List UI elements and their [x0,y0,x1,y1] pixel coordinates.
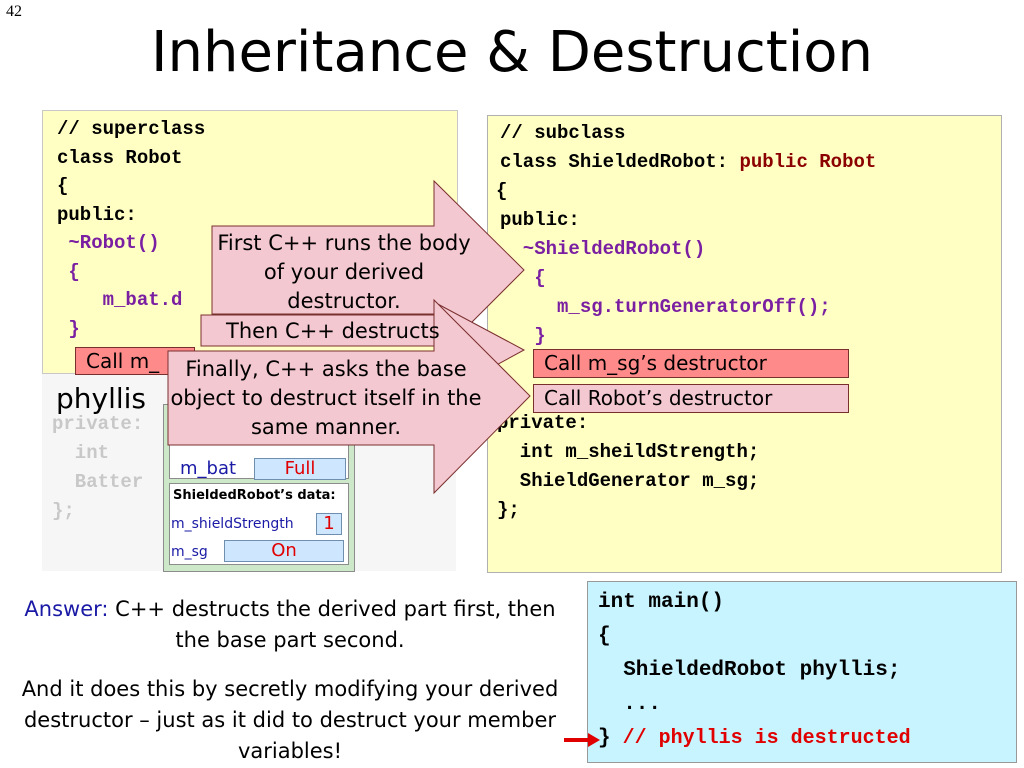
code-line: { [500,267,546,289]
code-line: }; [497,499,520,521]
arrow-then-text: Then C++ destructs [226,319,440,343]
subclass-members: private: int m_sheildStrength; ShieldGen… [497,409,759,525]
destructed-comment: // phyllis is destructed [610,727,911,750]
faded-code: private: int Batter }; [52,410,143,526]
callout-call-robot-destructor: Call Robot’s destructor [533,384,849,413]
answer-label: Answer: [24,597,109,621]
field-label-strength: m_shieldStrength [171,516,294,532]
object-name: phyllis [56,382,147,415]
code-line: public: [57,203,137,226]
code-line: int m_sheildStrength; [497,441,760,463]
field-value-sg: On [224,540,344,562]
code-line: { [57,175,69,197]
field-label-sg: m_sg [171,544,208,560]
code-line: } // phyllis is destructed [598,722,911,756]
code-line: m_sg.turnGeneratorOff(); [500,296,831,318]
code-line: ShieldGenerator m_sg; [497,470,760,492]
page-number: 42 [6,3,22,20]
code-line: Batter [52,471,144,493]
code-line: int main() [598,591,725,614]
superclass-code: // superclass class Robot { public: ~Rob… [57,115,205,343]
code-line: ShieldedRobot phyllis; [598,659,901,682]
code-line: } [500,325,546,347]
arrow-finally [167,298,531,495]
code-line: // superclass [57,118,206,140]
field-value-bat: Full [254,458,346,480]
answer-note: And it does this by secretly modifying y… [21,677,559,763]
code-line: int [52,442,110,464]
code-line: ~ShieldedRobot() [500,238,706,260]
main-code-box [587,581,1017,763]
code-line: ... [598,693,662,716]
arrow-finally-text: Finally, C++ asks the base object to des… [170,357,482,439]
code-line: private: [497,412,589,434]
slide-title: Inheritance & Destruction [150,20,874,85]
callout-call-sg-destructor: Call m_sg’s destructor [533,349,849,378]
field-label-bat: m_bat [180,458,237,479]
code-line: public: [500,209,580,231]
red-arrow-icon [564,733,600,747]
answer-text: Answer: C++ destructs the derived part f… [20,594,560,656]
code-line: { [496,180,508,202]
code-line: // subclass [500,122,626,144]
subclass-code-box [487,115,1002,573]
code-line: } [57,317,80,340]
shielded-data-header: ShieldedRobot’s data: [173,488,336,503]
code-line: class Robot [57,146,183,169]
answer-body: C++ destructs the derived part first, th… [108,597,556,652]
field-value-strength: 1 [316,513,342,535]
code-line: private: [52,413,144,435]
code-line: m_bat.d [57,289,183,311]
code-line: { [57,260,80,283]
main-code: int main() { ShieldedRobot phyllis; ... … [598,586,911,756]
code-line: class ShieldedRobot: public Robot [500,148,876,177]
code-line: { [598,625,611,648]
shielded-data-box: ShieldedRobot’s data: m_shieldStrength 1… [169,483,349,565]
class-declaration: class ShieldedRobot: [500,151,740,173]
closing-brace: } [598,727,611,750]
arrow-first-text: First C++ runs the body of your derived … [217,231,471,313]
subclass-code: // subclass class ShieldedRobot: public … [496,119,876,351]
base-class: public Robot [739,151,877,173]
code-line: }; [52,500,75,522]
code-line: ~Robot() [57,232,160,254]
